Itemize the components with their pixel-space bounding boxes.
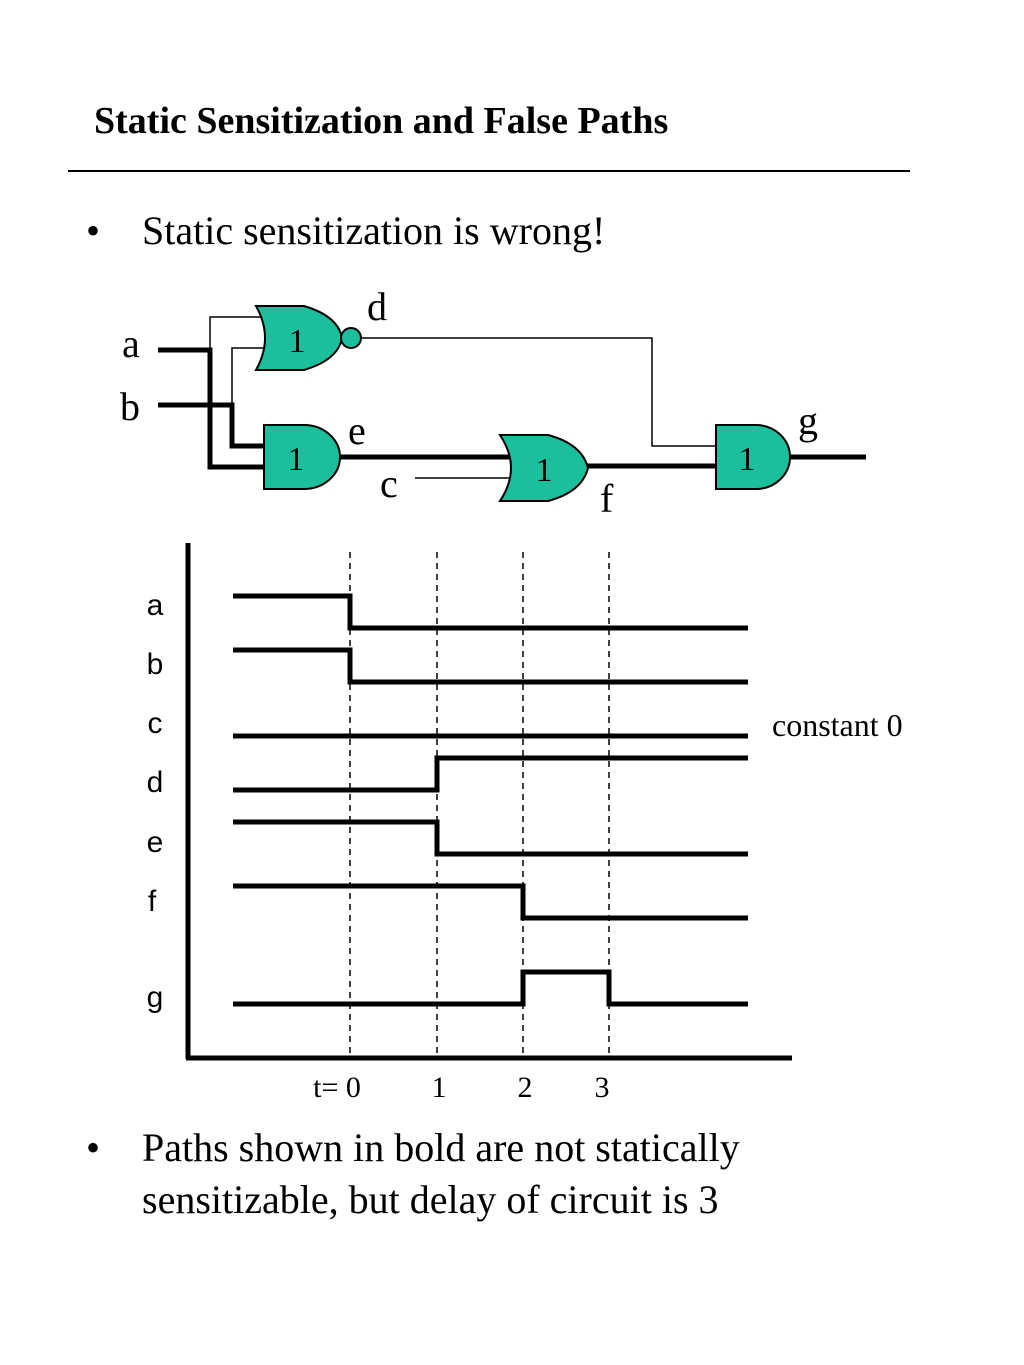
- signal-label-a: a: [147, 589, 164, 622]
- bold-wires: [158, 347, 866, 470]
- signal-labels: a b c d e f g: [147, 589, 164, 1014]
- wire-a-to-gate-e: [158, 347, 264, 470]
- gate-g-delay: 1: [739, 441, 756, 478]
- gate-f-delay: 1: [536, 452, 553, 489]
- bullet-text-1: Static sensitization is wrong!: [142, 208, 606, 253]
- gate-labels: 1 1 1 1: [288, 323, 756, 489]
- waveform-d: [233, 755, 748, 793]
- node-label-g: g: [798, 398, 818, 443]
- thin-wires: [209, 316, 716, 479]
- signal-label-d: d: [147, 766, 164, 799]
- waveform-e: [233, 819, 748, 857]
- time-label-1: 1: [432, 1071, 447, 1104]
- node-label-f: f: [600, 476, 614, 521]
- wire-a-to-gate-d: [209, 316, 270, 350]
- time-label-0: t= 0: [313, 1071, 361, 1104]
- time-label-3: 3: [595, 1071, 610, 1104]
- gate-g-and: [715, 424, 791, 490]
- circuit-diagram: 1 1 1 1 a b c d e f g: [120, 284, 866, 521]
- signal-label-c: c: [148, 707, 163, 740]
- gate-e-delay: 1: [288, 441, 305, 478]
- waveform-a: [233, 593, 748, 631]
- signal-label-b: b: [147, 648, 164, 681]
- input-label-b: b: [120, 384, 140, 429]
- bullet-marker-2: •: [86, 1125, 101, 1170]
- node-label-d: d: [367, 284, 387, 329]
- input-label-c: c: [380, 461, 398, 506]
- signal-label-g: g: [147, 981, 164, 1014]
- gates: [254, 305, 791, 502]
- gate-d-delay: 1: [289, 323, 306, 360]
- time-label-2: 2: [518, 1071, 533, 1104]
- signal-label-e: e: [147, 826, 164, 859]
- time-labels: t= 0 1 2 3: [313, 1071, 609, 1104]
- title-divider: [68, 170, 910, 172]
- gate-d-nand: [254, 305, 344, 371]
- gate-d-inverter-bubble: [340, 327, 362, 349]
- gate-e-and: [263, 424, 341, 490]
- wire-b-to-gate-d: [231, 347, 270, 405]
- node-labels: a b c d e f g: [120, 284, 818, 521]
- timing-diagram: a b c d e f g constant 0 t= 0 1 2 3: [147, 543, 903, 1104]
- signal-label-f: f: [148, 885, 157, 918]
- timing-axes: [185, 543, 792, 1061]
- node-label-e: e: [348, 408, 366, 453]
- slide-title: Static Sensitization and False Paths: [94, 100, 669, 142]
- constant-zero-annotation: constant 0: [772, 707, 903, 743]
- gate-f-or: [498, 434, 590, 502]
- wire-d-to-gate-g: [361, 337, 716, 447]
- waveform-g: [233, 969, 748, 1007]
- bullet-marker-1: •: [86, 208, 101, 253]
- waveform-f: [233, 883, 748, 921]
- waveforms: [233, 593, 748, 1007]
- wire-b-to-gate-e: [158, 402, 264, 449]
- input-label-a: a: [122, 321, 140, 366]
- bullet-text-2: Paths shown in bold are not statically s…: [142, 1125, 740, 1222]
- waveform-b: [233, 647, 748, 685]
